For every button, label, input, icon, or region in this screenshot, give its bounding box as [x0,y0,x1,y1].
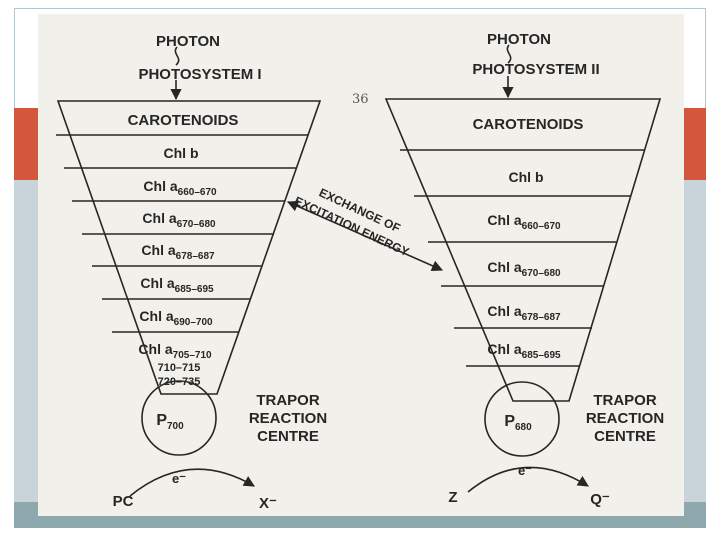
trap-line-2-right: REACTION [586,410,664,427]
exchange-arrow [286,200,444,272]
funnel-photosystem-2 [384,98,662,402]
acceptor-q: Q⁻ [590,491,610,508]
layer-chl-b-right: Chl b [509,169,544,185]
donor-z: Z [448,489,457,506]
photon-label-right: PHOTON [487,31,551,48]
layer-extra-710: 710–715 [158,362,201,374]
layer-chl-a-685-right: Chl a685–695 [487,341,561,361]
electron-label-left: e⁻ [172,471,186,486]
photon-squiggle-right [506,44,512,64]
electron-label-right: e⁻ [518,463,532,478]
photosystem-diagram: PHOTON PHOTOSYSTEM I CAROTENOIDS Chl b C… [38,14,684,516]
trap-line-2-left: REACTION [249,410,327,427]
accent-band-left [14,108,38,180]
scan-paper [38,14,684,516]
layer-carotenoids-right: CAROTENOIDS [473,116,584,133]
layer-chl-a-690-left: Chl a690–700 [139,308,213,328]
reaction-label-p700: P700 [156,412,184,432]
electron-path-left [129,468,255,497]
layer-chl-a-685-left: Chl a685–695 [140,275,214,295]
photon-label-left: PHOTON [156,33,220,50]
layer-chl-a-705-left: Chl a705–710 [138,341,212,361]
photon-squiggle-left [174,46,180,66]
accent-band-right [684,108,706,180]
reaction-centre-p680 [484,381,560,457]
funnel-photosystem-1 [56,100,322,395]
photosystem-1-label: PHOTOSYSTEM I [138,66,261,83]
layer-extra-720: 720–735 [158,376,201,388]
slide-number: 36 [352,92,369,107]
electron-path-right [467,466,589,493]
side-panel-right [684,180,706,502]
layer-chl-a-670-right: Chl a670–680 [487,259,561,279]
trap-line-3-left: CENTRE [257,428,319,445]
trap-line-3-right: CENTRE [594,428,656,445]
layer-chl-a-678-left: Chl a678–687 [141,242,215,262]
layer-chl-a-670-left: Chl a670–680 [142,210,216,230]
side-panel-left [14,180,38,502]
layer-chl-b-left: Chl b [164,145,199,161]
trap-line-1-left: TRAPOR [256,392,320,409]
reaction-centre-p700 [141,380,217,456]
trap-line-1-right: TRAPOR [593,392,657,409]
layer-chl-a-678-right: Chl a678–687 [487,303,561,323]
donor-pc: PC [113,493,134,510]
layer-chl-a-660-right: Chl a660–670 [487,212,561,232]
layer-carotenoids-left: CAROTENOIDS [128,112,239,129]
acceptor-x: X⁻ [259,495,277,512]
reaction-label-p680: P680 [504,413,532,433]
layer-chl-a-660-left: Chl a660–670 [143,178,217,198]
photosystem-2-label: PHOTOSYSTEM II [472,61,599,78]
